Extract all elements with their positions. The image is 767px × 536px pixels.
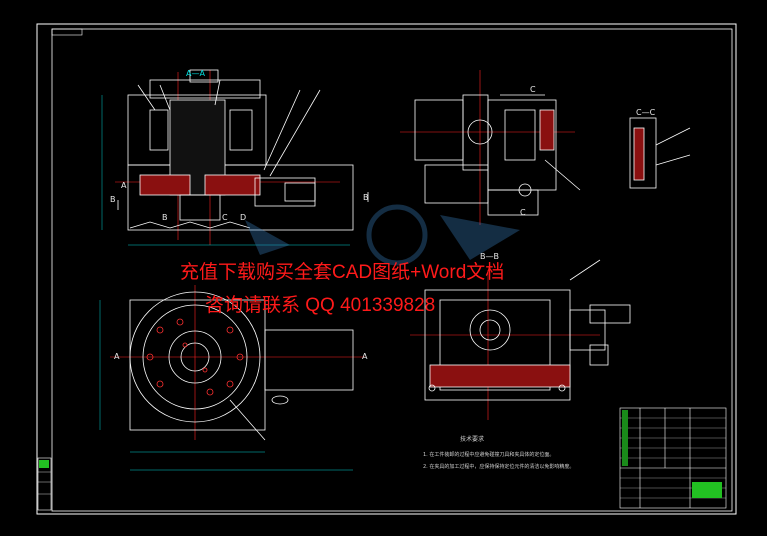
view-plan-top (99, 285, 365, 471)
drawing-number-box (51, 28, 83, 36)
label-d-aa: D (240, 213, 247, 222)
view-section-b-b (410, 259, 631, 420)
notes-item-2: 2. 在夹具的加工过程中，应保持保持定位元件的清洁以免影响精度。 (423, 464, 575, 470)
view-section-c-c (629, 117, 691, 189)
title-block (619, 407, 727, 509)
notes-item-1: 1. 在工件装卸的过程中应避免碰撞刀具和夹具体的定位面。 (423, 452, 555, 458)
watermark-logo-icon (245, 204, 520, 266)
section-label-b-b: B—B (480, 252, 499, 261)
label-c-aa: C (222, 213, 228, 222)
watermark-line-1: 充值下载购买全套CAD图纸+Word文档 (180, 262, 505, 283)
sheet-outer-border (36, 23, 737, 515)
label-a-plan-left: A (114, 352, 120, 361)
left-margin-marks (37, 457, 52, 511)
label-b-bottom: B (162, 213, 168, 222)
view-side-right (400, 70, 581, 225)
section-label-c-c: C—C (636, 108, 656, 117)
label-b-left: B (110, 195, 116, 204)
watermark-line-2: 咨询请联系 QQ 401339828 (205, 295, 436, 316)
label-a-plan-right: A (362, 352, 368, 361)
notes-title: 技术要求 (460, 436, 485, 443)
label-b-right: B (363, 193, 369, 202)
view-section-a-a (101, 69, 369, 246)
label-c-top: C (530, 85, 536, 94)
label-a-left: A (121, 181, 127, 190)
sheet-inner-border (51, 28, 733, 512)
label-c-bottom: C (520, 208, 526, 217)
section-label-a-a: A—A (186, 69, 205, 78)
